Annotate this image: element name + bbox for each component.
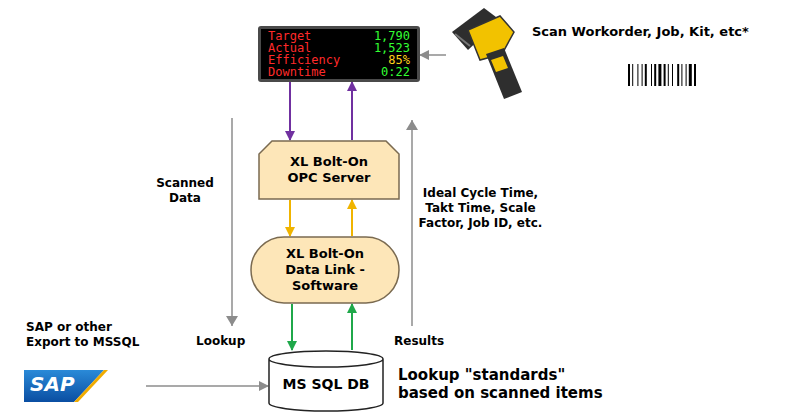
sap-logo-text: SAP — [30, 373, 75, 395]
data-link-box: XL Bolt-On Data Link - Software — [250, 236, 400, 304]
connector-arrow — [420, 54, 446, 56]
flow-label: Lookup "standards" based on scanned item… — [398, 366, 620, 402]
display-value: 85% — [388, 54, 410, 66]
scoreboard-display: Target 1,790Actual 1,523Efficiency 85% Downt… — [258, 26, 420, 82]
connector-arrow — [289, 200, 291, 236]
box-text: MS SQL DB — [268, 376, 384, 393]
source-caption: SAP or other Export to MSSQL — [26, 320, 144, 350]
scanner-node: Scan Workorder, Job, Kit, etc* — [446, 4, 776, 104]
flow-arrow — [411, 120, 413, 326]
display-label: Downtime — [268, 66, 353, 78]
connector-arrow — [351, 82, 353, 140]
display-label: Efficiency — [268, 54, 353, 66]
flow-label: Lookup — [196, 334, 245, 349]
database-cylinder: MS SQL DB — [268, 350, 384, 412]
flow-label: Ideal Cycle Time, Takt Time, Scale Facto… — [418, 186, 543, 231]
box-text: XL Bolt-On Data Link - Software — [273, 246, 377, 294]
opc-server-box: XL Bolt-On OPC Server — [258, 140, 400, 200]
flow-label: Results — [394, 334, 444, 349]
connector-arrow — [146, 385, 268, 387]
box-text: XL Bolt-On OPC Server — [277, 154, 381, 186]
connector-arrow — [291, 304, 293, 350]
sap-source: SAP or other Export to MSSQL SAP — [22, 320, 146, 404]
display-value: 0:22 — [381, 66, 410, 78]
display-value: 1,523 — [374, 42, 410, 54]
display-label: Actual — [268, 42, 353, 54]
display-value: 1,790 — [374, 30, 410, 42]
flow-arrow — [231, 118, 233, 326]
flow-label: Scanned Data — [140, 176, 230, 206]
connector-arrow — [289, 82, 291, 140]
barcode — [628, 64, 696, 86]
connector-arrow — [351, 304, 353, 350]
sap-logo — [24, 370, 108, 402]
scan-caption: Scan Workorder, Job, Kit, etc* — [532, 24, 749, 40]
display-label: Target — [268, 30, 353, 42]
barcode-scanner — [452, 8, 522, 99]
connector-arrow — [351, 200, 353, 236]
